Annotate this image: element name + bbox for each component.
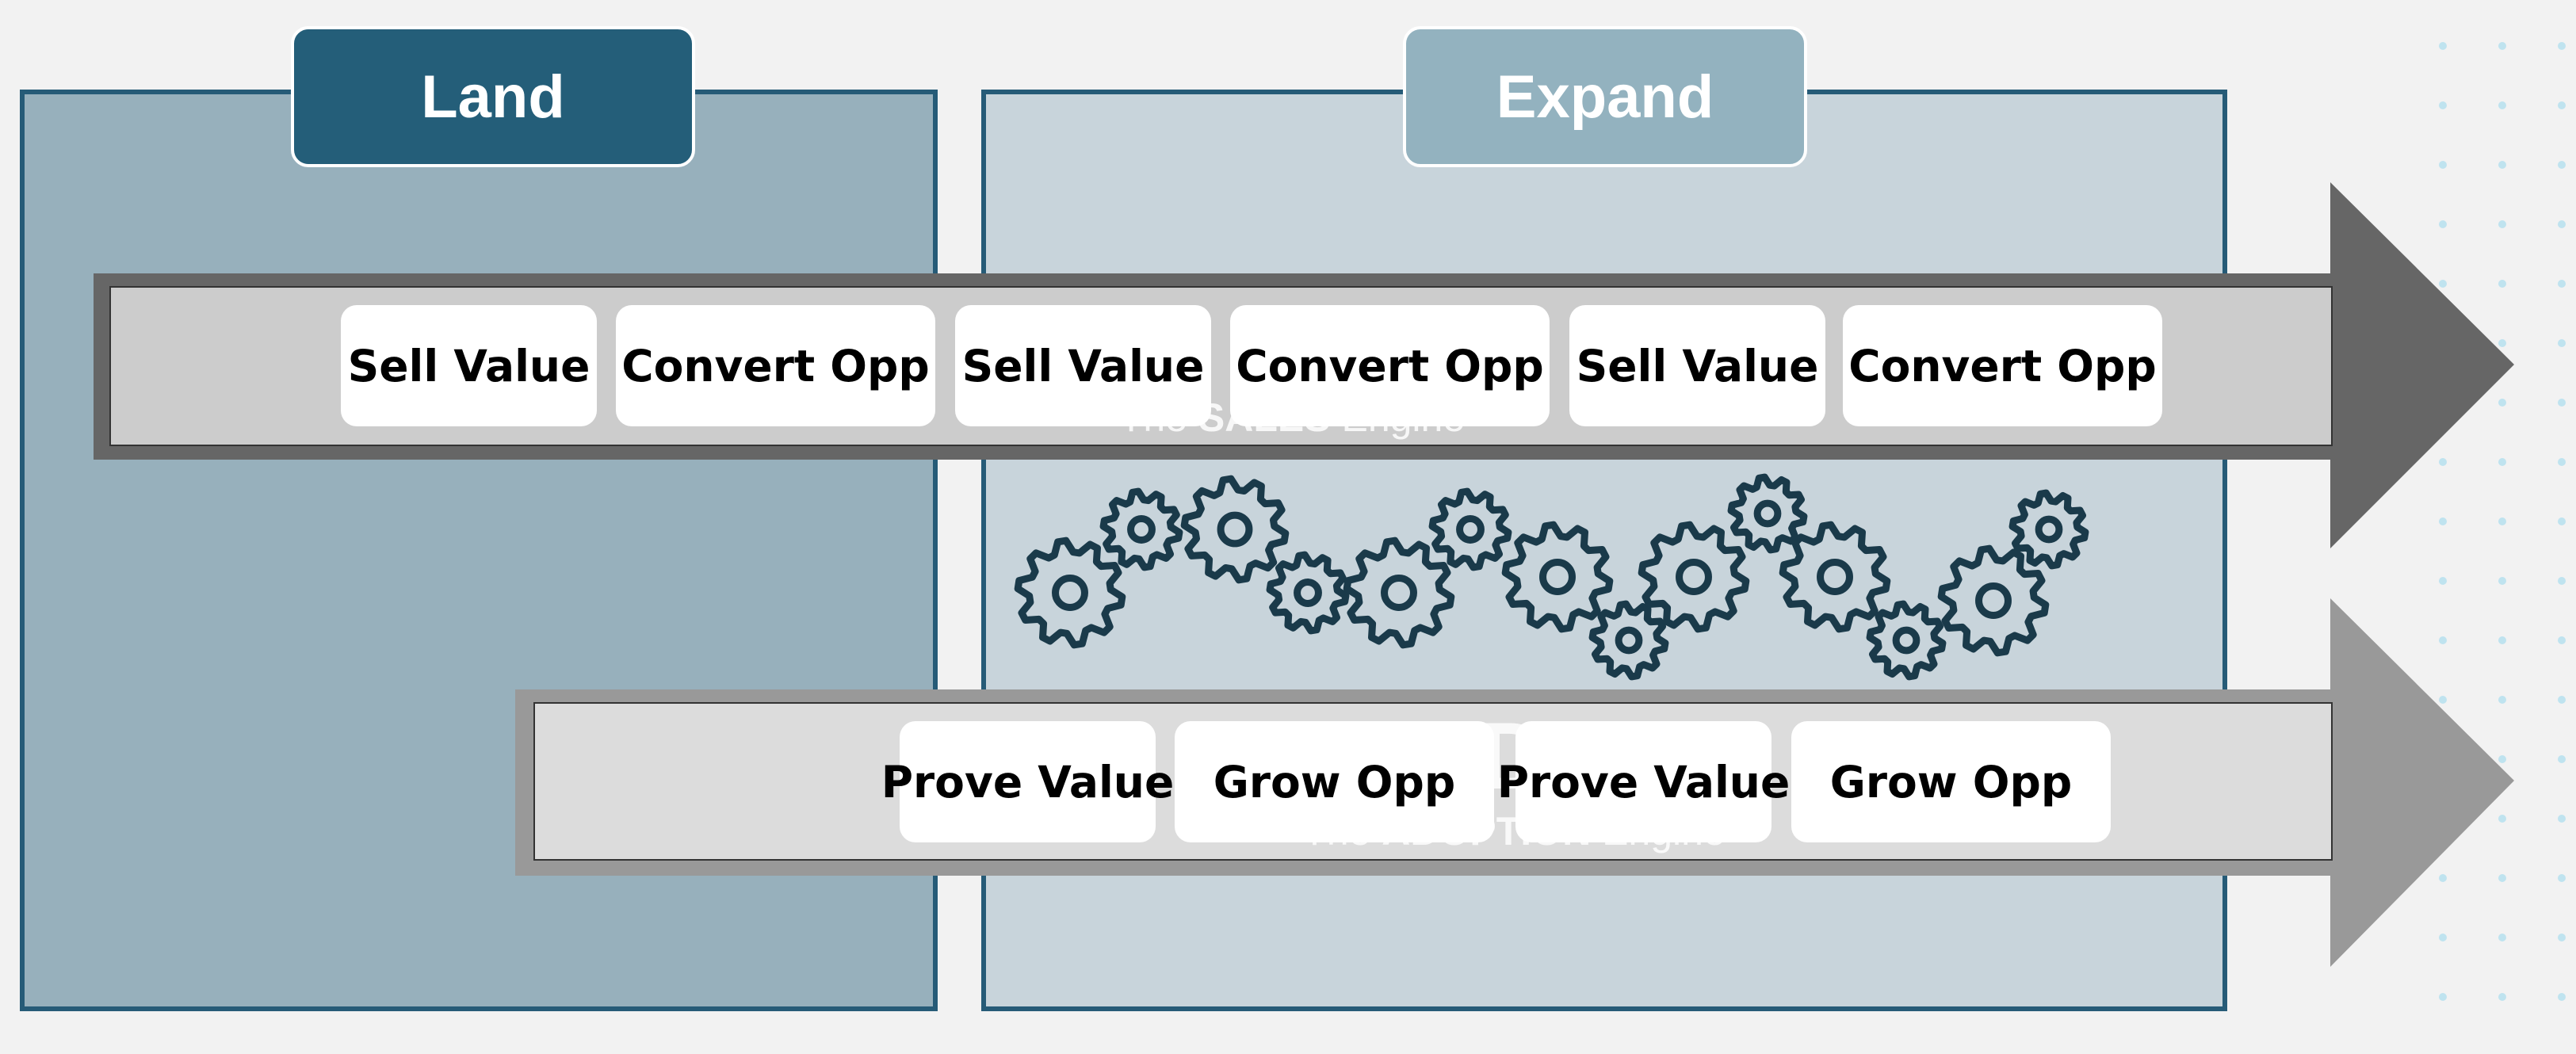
dot-grid-decoration xyxy=(2439,42,2566,1001)
gear-icon xyxy=(1180,475,1290,584)
grid-dot xyxy=(2558,934,2566,941)
grid-dot xyxy=(2498,161,2506,169)
gear-icon xyxy=(1866,600,1947,681)
grid-dot xyxy=(2439,101,2447,109)
grid-dot xyxy=(2498,399,2506,407)
grid-dot xyxy=(2558,755,2566,763)
gear-icon xyxy=(1343,537,1455,649)
gear-icon xyxy=(1266,551,1350,635)
grid-dot xyxy=(2558,161,2566,169)
grid-dot xyxy=(2558,220,2566,228)
gear-icon xyxy=(1727,473,1808,554)
sales-step-convert-opp: Convert Opp xyxy=(616,305,935,426)
grid-dot xyxy=(2439,42,2447,50)
gear-icon xyxy=(1014,537,1126,649)
grid-dot xyxy=(2439,993,2447,1001)
grid-dot xyxy=(2498,815,2506,823)
grid-dot xyxy=(2558,993,2566,1001)
sales-step-convert-opp: Convert Opp xyxy=(1843,305,2162,426)
sales-step-sell-value: Sell Value xyxy=(1569,305,1825,426)
grid-dot xyxy=(2498,517,2506,525)
grid-dot xyxy=(2498,42,2506,50)
grid-dot xyxy=(2558,696,2566,704)
grid-dot xyxy=(2498,696,2506,704)
grid-dot xyxy=(2498,934,2506,941)
grid-dot xyxy=(2439,934,2447,941)
grid-dot xyxy=(2498,458,2506,466)
gear-icon xyxy=(1428,487,1512,571)
grid-dot xyxy=(2558,339,2566,347)
gear-icon xyxy=(1588,600,1669,681)
gear-icon xyxy=(1099,487,1183,571)
grid-dot xyxy=(2498,101,2506,109)
gear-icon xyxy=(1937,544,2050,657)
sales-step-sell-value: Sell Value xyxy=(955,305,1211,426)
grid-dot xyxy=(2439,220,2447,228)
grid-dot xyxy=(2558,517,2566,525)
grid-dot xyxy=(2558,874,2566,882)
grid-dot xyxy=(2439,874,2447,882)
grid-dot xyxy=(2498,993,2506,1001)
sales-step-convert-opp: Convert Opp xyxy=(1230,305,1550,426)
grid-dot xyxy=(2498,874,2506,882)
grid-dot xyxy=(2498,339,2506,347)
grid-dot xyxy=(2558,42,2566,50)
grid-dot xyxy=(2439,280,2447,288)
expand-phase-label: Expand xyxy=(1403,26,1807,167)
grid-dot xyxy=(2439,458,2447,466)
grid-dot xyxy=(2439,517,2447,525)
land-phase-label: Land xyxy=(291,26,695,167)
grid-dot xyxy=(2558,399,2566,407)
grid-dot xyxy=(2439,161,2447,169)
grid-dot xyxy=(2558,636,2566,644)
sales-step-sell-value: Sell Value xyxy=(341,305,597,426)
adoption-step-prove-value: Prove Value xyxy=(1497,721,1790,842)
gear-icon xyxy=(2008,489,2089,570)
grid-dot xyxy=(2558,280,2566,288)
grid-dot xyxy=(2498,755,2506,763)
grid-dot xyxy=(2439,636,2447,644)
grid-dot xyxy=(2439,577,2447,585)
grid-dot xyxy=(2498,636,2506,644)
adoption-step-grow-opp: Grow Opp xyxy=(1791,721,2111,842)
gear-icon xyxy=(1501,521,1614,633)
adoption-step-grow-opp: Grow Opp xyxy=(1175,721,1494,842)
gear-icon xyxy=(1779,521,1891,633)
grid-dot xyxy=(2439,696,2447,704)
adoption-step-prove-value: Prove Value xyxy=(881,721,1174,842)
grid-dot xyxy=(2498,577,2506,585)
grid-dot xyxy=(2558,101,2566,109)
grid-dot xyxy=(2498,220,2506,228)
gear-icon xyxy=(1638,521,1750,633)
grid-dot xyxy=(2498,280,2506,288)
grid-dot xyxy=(2558,458,2566,466)
grid-dot xyxy=(2558,815,2566,823)
grid-dot xyxy=(2558,577,2566,585)
